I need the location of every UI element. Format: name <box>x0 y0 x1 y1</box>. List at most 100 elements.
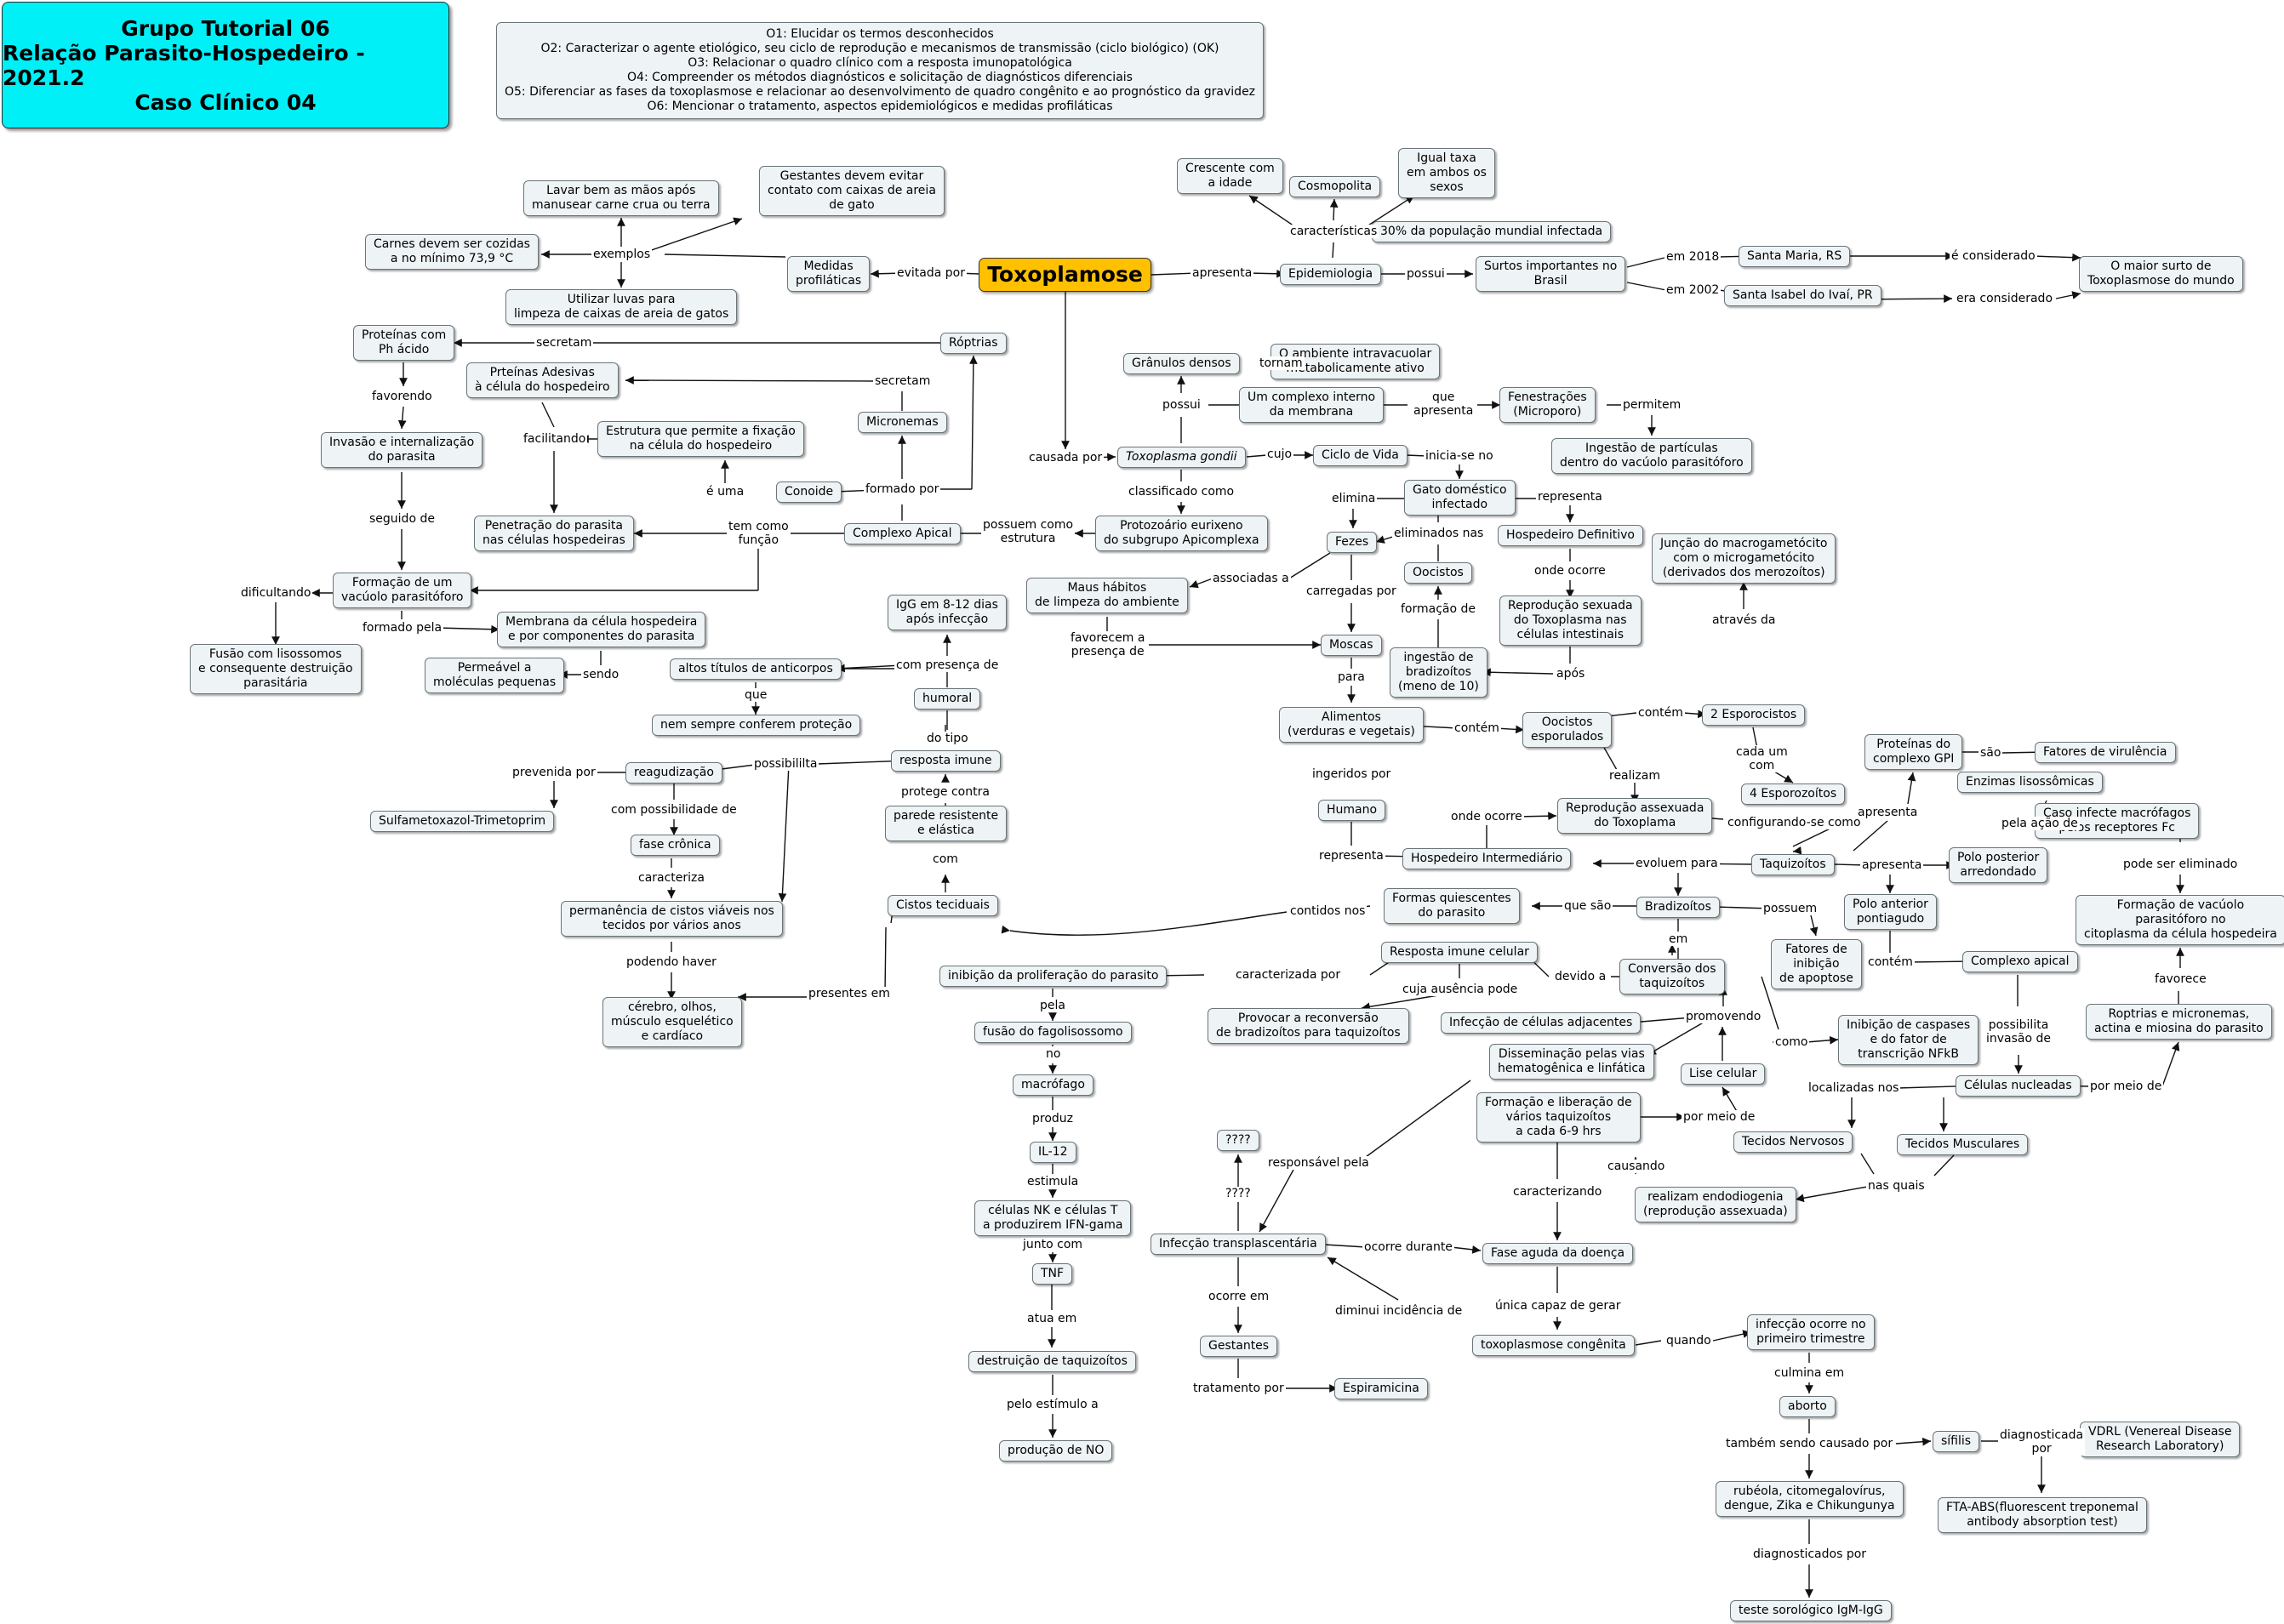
concept-sifilis[interactable]: sífilis <box>1933 1431 1980 1452</box>
concept-vdrl[interactable]: VDRL (Venereal Disease Research Laborato… <box>2080 1422 2241 1457</box>
concept-altos-titulos[interactable]: altos títulos de anticorpos <box>670 658 842 680</box>
concept-rubeola[interactable]: rubéola, citomegalovírus, dengue, Zika e… <box>1716 1481 1904 1517</box>
concept-polo-anterior[interactable]: Polo anterior pontiagudo <box>1844 894 1937 930</box>
concept-ciclo-vida[interactable]: Ciclo de Vida <box>1313 445 1408 466</box>
concept-lise[interactable]: Lise celular <box>1681 1063 1766 1085</box>
concept-membrana[interactable]: Membrana da célula hospedeira e por comp… <box>497 612 706 647</box>
concept-fatores-apoptose[interactable]: Fatores de inibição de apoptose <box>1771 939 1862 989</box>
concept-formacao-taquizoitos[interactable]: Formação e liberação de vários taquizoít… <box>1476 1092 1641 1142</box>
concept-formas-quiescentes[interactable]: Formas quiescentes do parasito <box>1384 888 1520 924</box>
concept-surtos[interactable]: Surtos importantes no Brasil <box>1476 256 1626 292</box>
concept-dois-esporocistos[interactable]: 2 Esporocistos <box>1702 704 1806 726</box>
concept-infeccao-primeiro[interactable]: infecção ocorre no primeiro trimestre <box>1747 1314 1875 1350</box>
concept-gestantes-evitar[interactable]: Gestantes devem evitar contato com caixa… <box>759 166 945 216</box>
concept-alimentos[interactable]: Alimentos (verduras e vegetais) <box>1279 707 1424 743</box>
concept-cerebro[interactable]: cérebro, olhos, músculo esquelético e ca… <box>602 997 742 1047</box>
concept-producao-no[interactable]: produção de NO <box>999 1440 1113 1462</box>
concept-endodiogenia[interactable]: realizam endodiogenia (reprodução assexu… <box>1635 1187 1796 1222</box>
concept-formacao-vacuolo[interactable]: Formação de um vacúolo parasitóforo <box>333 573 472 608</box>
concept-oocistos-esporulados[interactable]: Oocistos esporulados <box>1522 712 1613 748</box>
concept-oocistos[interactable]: Oocistos <box>1404 562 1472 584</box>
concept-caso-infecte[interactable]: Caso infecte macrófagos pelos receptores… <box>2035 803 2200 839</box>
concept-maior-surto[interactable]: O maior surto de Toxoplasmose do mundo <box>2079 256 2243 292</box>
concept-granulos[interactable]: Grânulos densos <box>1123 353 1240 374</box>
concept-juncao[interactable]: Junção do macrogametócito com o microgam… <box>1652 533 1836 584</box>
concept-parede[interactable]: parede resistente e elástica <box>885 806 1008 841</box>
concept-disseminacao[interactable]: Disseminação pelas vias hematogênica e l… <box>1489 1044 1654 1080</box>
concept-ambiente[interactable]: O ambiente intravacuolar metabolicamente… <box>1270 344 1441 379</box>
concept-gestantes[interactable]: Gestantes <box>1200 1336 1278 1357</box>
concept-moscas[interactable]: Moscas <box>1321 635 1382 656</box>
concept-teste[interactable]: teste sorológico IgM-IgG <box>1730 1600 1892 1621</box>
concept-proteinas-gpi[interactable]: Proteínas do complexo GPI <box>1864 734 1963 770</box>
concept-proteinas-ph[interactable]: Proteínas com Ph ácido <box>353 325 455 361</box>
concept-hospedeiro-definitivo[interactable]: Hospedeiro Definitivo <box>1498 525 1643 546</box>
concept-fusao-lisossomos[interactable]: Fusão com lisossomos e consequente destr… <box>190 644 362 694</box>
concept-bradizoitos[interactable]: Bradizoítos <box>1636 897 1720 918</box>
concept-espiramicina[interactable]: Espiramicina <box>1334 1378 1428 1399</box>
concept-medidas[interactable]: Medidas profiláticas <box>787 256 871 292</box>
concept-populacao[interactable]: 30% da população mundial infectada <box>1372 221 1612 242</box>
concept-toxoplasma[interactable]: Toxoplasma gondii <box>1117 447 1246 468</box>
concept-sulfametoxazol[interactable]: Sulfametoxazol-Trimetoprim <box>370 811 555 832</box>
concept-fase-cronica[interactable]: fase crônica <box>631 835 720 856</box>
concept-roptrias[interactable]: Róptrias <box>940 333 1007 354</box>
concept-maus-habitos[interactable]: Maus hábitos de limpeza do ambiente <box>1026 578 1188 613</box>
concept-polo-posterior[interactable]: Polo posterior arredondado <box>1949 847 2048 883</box>
concept-roptrias-micronemas[interactable]: Roptrias e micronemas, actina e miosina … <box>2086 1004 2272 1040</box>
concept-igual-taxa[interactable]: Igual taxa em ambos os sexos <box>1398 148 1495 198</box>
concept-il12[interactable]: IL-12 <box>1030 1142 1076 1163</box>
concept-permeavel[interactable]: Permeável a moléculas pequenas <box>425 658 565 693</box>
concept-conversao[interactable]: Conversão dos taquizoítos <box>1619 959 1725 994</box>
concept-micronemas[interactable]: Micronemas <box>858 412 947 433</box>
concept-permanencia[interactable]: permanência de cistos viáveis nos tecido… <box>561 901 783 937</box>
concept-fase-aguda[interactable]: Fase aguda da doença <box>1482 1243 1634 1264</box>
concept-hospedeiro-intermediario[interactable]: Hospedeiro Intermediário <box>1402 848 1572 869</box>
concept-macrofago[interactable]: macrófago <box>1013 1074 1093 1096</box>
concept-interrogacao[interactable]: ???? <box>1217 1130 1259 1151</box>
concept-resposta-imune[interactable]: resposta imune <box>891 750 1001 772</box>
concept-infeccao-adjacentes[interactable]: Infecção de células adjacentes <box>1441 1012 1642 1034</box>
concept-santa-isabel[interactable]: Santa Isabel do Ivaí, PR <box>1724 285 1881 306</box>
concept-luvas[interactable]: Utilizar luvas para limpeza de caixas de… <box>505 289 738 325</box>
concept-fusao-fagolisossomo[interactable]: fusão do fagolisossomo <box>974 1022 1132 1043</box>
concept-igg[interactable]: IgG em 8-12 dias após infecção <box>888 595 1007 630</box>
concept-taquizoitos[interactable]: Taquizoítos <box>1751 854 1835 875</box>
concept-infeccao-transplacentaria[interactable]: Infecção transplascentária <box>1151 1234 1326 1255</box>
concept-reagudizacao[interactable]: reagudização <box>625 762 722 784</box>
concept-nk[interactable]: células NK e células T a produzirem IFN-… <box>974 1200 1132 1236</box>
concept-fta[interactable]: FTA-ABS(fluorescent treponemal antibody … <box>1938 1497 2147 1533</box>
concept-tnf[interactable]: TNF <box>1032 1263 1073 1285</box>
concept-ingestao-particulas[interactable]: Ingestão de partículas dentro do vacúolo… <box>1551 438 1752 474</box>
concept-invasao[interactable]: Invasão e internalização do parasita <box>321 432 483 468</box>
concept-cistos[interactable]: Cistos teciduais <box>888 895 998 916</box>
concept-resposta-celular[interactable]: Resposta imune celular <box>1381 942 1538 963</box>
concept-fatores-virulencia[interactable]: Fatores de virulência <box>2035 742 2176 763</box>
concept-formacao-vacuolo-2[interactable]: Formação de vacúolo parasitóforo no cito… <box>2076 895 2284 945</box>
concept-quatro-esporozoitos[interactable]: 4 Esporozoítos <box>1741 784 1846 805</box>
concept-humano[interactable]: Humano <box>1318 800 1386 821</box>
concept-ingestao-bradizoitos[interactable]: ingestão de bradizoítos (meno de 10) <box>1390 647 1487 698</box>
concept-reproducao-assexuada[interactable]: Reprodução assexuada do Toxoplama <box>1557 798 1713 834</box>
concept-fenestracoes[interactable]: Fenestrações (Microporo) <box>1499 387 1596 423</box>
concept-cosmopolita[interactable]: Cosmopolita <box>1289 176 1381 197</box>
concept-protozoario[interactable]: Protozoário eurixeno do subgrupo Apicomp… <box>1095 516 1268 551</box>
concept-humoral[interactable]: humoral <box>914 688 981 709</box>
concept-toxoplasmose-congenita[interactable]: toxoplasmose congênita <box>1472 1335 1635 1356</box>
concept-complexo-apical-2[interactable]: Complexo apical <box>1962 951 2078 972</box>
concept-inibicao-caspases[interactable]: Inibição de caspases e do fator de trans… <box>1838 1015 1979 1065</box>
concept-enzimas[interactable]: Enzimas lisossômicas <box>1957 772 2103 793</box>
concept-gato[interactable]: Gato doméstico infectado <box>1404 480 1516 516</box>
concept-penetracao[interactable]: Penetração do parasita nas células hospe… <box>474 516 634 551</box>
concept-celulas-nucleadas[interactable]: Células nucleadas <box>1956 1075 2081 1097</box>
concept-carnes[interactable]: Carnes devem ser cozidas a no mínimo 73,… <box>365 234 539 270</box>
concept-aborto[interactable]: aborto <box>1779 1396 1836 1417</box>
concept-provocar[interactable]: Provocar a reconversão de bradizoítos pa… <box>1208 1008 1409 1044</box>
concept-reproducao-sexuada[interactable]: Reprodução sexuada do Toxoplasma nas cél… <box>1499 595 1642 646</box>
concept-complexo-membrana[interactable]: Um complexo interno da membrana <box>1239 387 1385 423</box>
concept-fezes[interactable]: Fezes <box>1327 532 1378 553</box>
concept-santa-maria[interactable]: Santa Maria, RS <box>1739 246 1851 267</box>
concept-complexo-apical-1[interactable]: Complexo Apical <box>844 523 961 544</box>
concept-epidemiologia[interactable]: Epidemiologia <box>1280 264 1382 285</box>
concept-tecidos-musculares[interactable]: Tecidos Musculares <box>1897 1134 2029 1155</box>
